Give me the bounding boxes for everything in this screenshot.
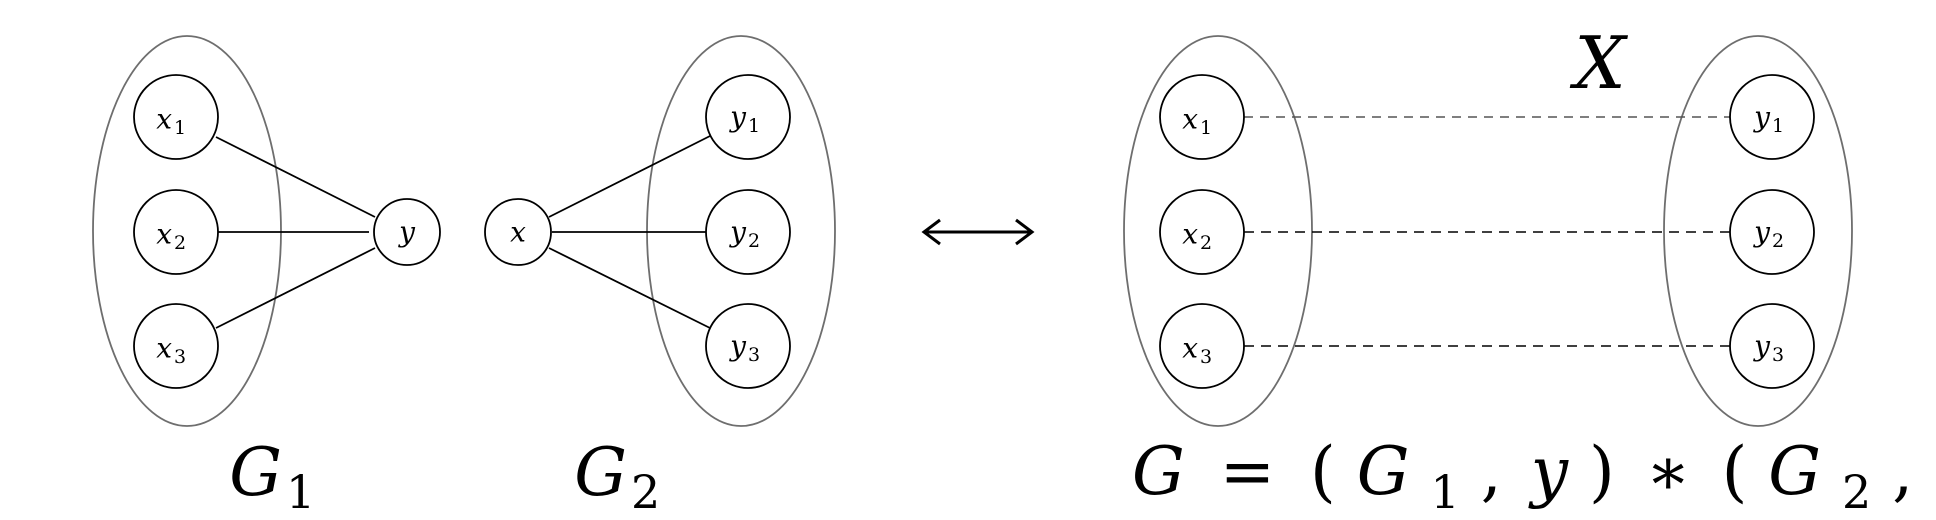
joined-node-x1: x 1 <box>1159 74 1245 160</box>
g1-node-x2: x 2 <box>133 189 219 275</box>
double-arrow-icon <box>921 218 1035 246</box>
node-sub: 2 <box>748 230 760 252</box>
g2-ellipse <box>646 35 836 427</box>
formula-g1-sub: 1 <box>1430 465 1459 519</box>
node-var: y <box>728 216 747 249</box>
formula-g2-sub: 2 <box>1842 465 1871 519</box>
node-var: y <box>1752 330 1771 363</box>
g2-ellipse-joined <box>1663 35 1853 427</box>
node-var: x <box>156 218 172 251</box>
edge-x-y1 <box>548 134 713 218</box>
join-formula: G = ( G 1 , y ) ∗ ( G 2 , x ) <box>1132 433 1936 520</box>
node-var: y <box>1752 101 1771 134</box>
formula-close-paren-1: ) <box>1589 433 1615 510</box>
edge-x3-y <box>215 247 376 329</box>
label-var: G <box>574 434 627 511</box>
label-sub: 2 <box>631 465 660 519</box>
node-var: y <box>728 330 747 363</box>
joined-node-x2: x 2 <box>1159 189 1245 275</box>
set-label-x: X <box>1569 21 1628 105</box>
node-sub: 1 <box>1200 117 1212 139</box>
node-sub: 1 <box>174 117 186 139</box>
node-var: x <box>156 332 172 365</box>
joined-node-y2: y 2 <box>1729 189 1815 275</box>
g2-node-y3: y 3 <box>705 303 791 389</box>
g1-label: G 1 <box>229 434 315 519</box>
edge-x-y3 <box>548 247 713 330</box>
joined-node-y3: y 3 <box>1729 303 1815 389</box>
formula-open-paren-2: ( <box>1722 433 1748 510</box>
g1-ellipse <box>92 35 282 427</box>
formula-g1: G <box>1357 433 1410 510</box>
g2-vertex-x: x <box>484 198 552 266</box>
formula-eq: = <box>1220 433 1275 510</box>
node-var: y <box>1752 216 1771 249</box>
formula-comma-2: , <box>1892 433 1913 510</box>
node-sub: 3 <box>1200 346 1212 368</box>
node-var: y <box>728 101 747 134</box>
node-var: x <box>1182 218 1198 251</box>
g2-node-y1: y 1 <box>705 74 791 160</box>
label-sub: 1 <box>286 465 315 519</box>
formula-star: ∗ <box>1646 433 1691 510</box>
formula-g2: G <box>1768 433 1821 510</box>
node-sub: 2 <box>1772 230 1784 252</box>
g2-node-y2: y 2 <box>705 189 791 275</box>
edge-x1-y <box>215 136 376 218</box>
node-var: x <box>1182 332 1198 365</box>
node-var: y <box>397 216 416 249</box>
formula-open-paren-1: ( <box>1310 433 1336 510</box>
g1-ellipse-joined <box>1123 35 1313 427</box>
joined-node-x3: x 3 <box>1159 303 1245 389</box>
node-sub: 2 <box>1200 232 1212 254</box>
node-sub: 2 <box>174 232 186 254</box>
g2-label: G 2 <box>574 434 660 519</box>
label-var: G <box>229 434 282 511</box>
g1-vertex-y: y <box>373 198 441 266</box>
g1-node-x3: x 3 <box>133 303 219 389</box>
node-var: x <box>156 103 172 136</box>
formula-y: y <box>1528 433 1569 510</box>
node-sub: 3 <box>748 344 760 366</box>
formula-comma-1: , <box>1481 433 1502 510</box>
node-sub: 3 <box>1772 344 1784 366</box>
node-sub: 3 <box>174 346 186 368</box>
node-sub: 1 <box>1772 115 1784 137</box>
formula-lhs: G <box>1132 433 1185 510</box>
g1-node-x1: x 1 <box>133 74 219 160</box>
node-var: x <box>510 216 526 249</box>
joined-node-y1: y 1 <box>1729 74 1815 160</box>
node-sub: 1 <box>748 115 760 137</box>
node-var: x <box>1182 103 1198 136</box>
